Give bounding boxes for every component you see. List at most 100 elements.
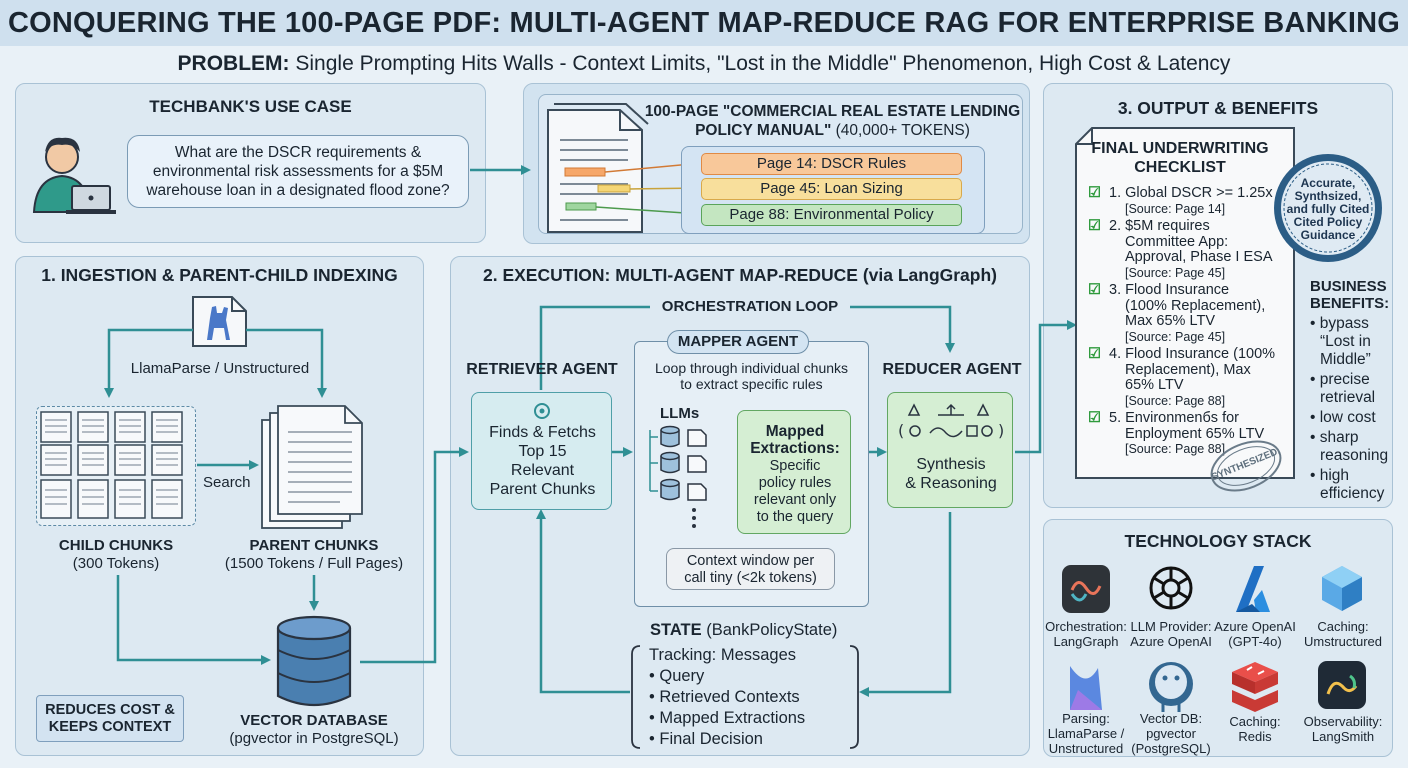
tech-label-azure: Azure OpenAI (GPT-4o): [1211, 619, 1299, 649]
problem-statement: PROBLEM: Single Prompting Hits Walls - C…: [0, 52, 1408, 76]
tech-label-postgres: Vector DB: pgvector (PostgreSQL): [1127, 711, 1215, 756]
tech-label-line: Umstructured: [1303, 634, 1383, 649]
checklist-line: 3. Flood Insurance: [1109, 282, 1230, 298]
checklist-item: ☑ 1. Global DSCR >= 1.25x [Source: Page …: [1088, 185, 1275, 217]
tech-label-line: Orchestration:: [1045, 619, 1127, 634]
problem-text: Single Prompting Hits Walls - Context Li…: [289, 52, 1231, 75]
retriever-line: Top 15: [518, 443, 567, 460]
benefit-line: • bypass: [1310, 315, 1369, 332]
reducer-agent-box: ( ) Synthesis & Reasoning: [887, 392, 1013, 508]
checklist-line: Replacement), Max: [1125, 361, 1251, 378]
tech-label-openai: LLM Provider: Azure OpenAI: [1127, 619, 1215, 649]
retriever-line: Finds & Fetchs: [489, 424, 596, 441]
retriever-line: Parent Chunks: [489, 481, 596, 498]
benefits-list: • bypass “Lost in Middle” • precise retr…: [1310, 315, 1388, 503]
mapped-line: policy rules: [758, 475, 832, 491]
state-tracking: Tracking: Messages: [649, 646, 797, 664]
checklist-line: 65% LTV: [1125, 377, 1184, 393]
mapped-extractions-box: Mapped Extractions: Specific policy rule…: [737, 410, 851, 534]
checklist-line: 5. Environmenбs for: [1109, 410, 1239, 426]
tech-label-line: LlamaParse /: [1047, 726, 1125, 741]
state-title: STATE (BankPolicyState): [650, 621, 837, 640]
state-item: • Final Decision: [649, 730, 763, 748]
svg-text:): ): [998, 421, 1004, 440]
page-chip-loan-sizing: Page 45: Loan Sizing: [701, 178, 962, 200]
reducer-title: REDUCER AGENT: [882, 361, 1022, 378]
tech-label-line: Observability:: [1303, 714, 1383, 729]
mapped-line: to the query: [756, 509, 834, 525]
retriever-agent-box: Finds & Fetchs Top 15 Relevant Parent Ch…: [471, 392, 612, 510]
page-title: CONQUERING THE 100-PAGE PDF: MULTI-AGENT…: [0, 0, 1408, 46]
checklist-source: [Source: Page 88]: [1125, 393, 1226, 408]
checkbox-icon: ☑: [1088, 410, 1101, 426]
checklist-title: FINAL UNDERWRITING CHECKLIST: [1080, 139, 1280, 177]
benefit-item: • high efficiency: [1310, 467, 1388, 503]
checkbox-icon: ☑: [1088, 282, 1101, 298]
tech-label-line: Redis: [1238, 729, 1272, 744]
checklist-item: ☑ 3. Flood Insurance (100% Replacement),…: [1088, 282, 1275, 345]
checkbox-icon: ☑: [1088, 218, 1101, 234]
question-line: environmental risk assessments for a $5M: [152, 163, 444, 180]
context-note: Context window per call tiny (<2k tokens…: [666, 548, 835, 590]
vector-db-title: VECTOR DATABASE: [240, 712, 388, 729]
problem-label: PROBLEM:: [177, 52, 290, 75]
benefit-line: retrieval: [1320, 389, 1376, 406]
seal-line: Cited Policy: [1293, 215, 1363, 229]
state-title-bold: STATE: [650, 621, 702, 639]
cost-badge: REDUCES COST & KEEPS CONTEXT: [36, 695, 184, 742]
benefit-line: • high: [1310, 467, 1350, 484]
checklist-item: ☑ 5. Environmenбs for Enployment 65% LTV…: [1088, 410, 1275, 458]
mapped-title-line: Extractions:: [750, 440, 840, 457]
checklist-line: (100% Replacement),: [1125, 297, 1266, 314]
ingestion-title: 1. INGESTION & PARENT-CHILD INDEXING: [41, 265, 398, 285]
retriever-line: Relevant: [510, 462, 575, 479]
benefits-title-line: BENEFITS:: [1310, 295, 1390, 312]
benefit-line: • precise: [1310, 371, 1370, 388]
checklist-source: [Source: Page 88]: [1125, 442, 1226, 456]
tech-label-langgraph: Orchestration: LangGraph: [1042, 619, 1130, 649]
tech-label-line: Caching:: [1317, 619, 1369, 634]
state-title-rest: (BankPolicyState): [701, 621, 838, 639]
mapper-desc-line: Loop through individual chunks: [654, 360, 849, 376]
benefit-item: • bypass “Lost in Middle”: [1310, 315, 1388, 369]
usecase-title: TECHBANK'S USE CASE: [149, 97, 352, 116]
child-chunks-label: CHILD CHUNKS (300 Tokens): [36, 537, 196, 573]
checklist-source: [Source: Page 14]: [1125, 201, 1226, 216]
vector-db-label: VECTOR DATABASE (pgvector in PostgreSQL): [214, 712, 414, 748]
mapped-line: relevant only: [753, 492, 837, 508]
parent-chunks-title: PARENT CHUNKS: [249, 537, 379, 554]
page-chip-dscr: Page 14: DSCR Rules: [701, 153, 962, 175]
seal-line: Accurate,: [1300, 176, 1356, 190]
checklist-items: ☑ 1. Global DSCR >= 1.25x [Source: Page …: [1088, 185, 1275, 458]
seal-line: Synthsized,: [1294, 189, 1362, 203]
tech-panel: [1043, 519, 1393, 757]
page-chip-environmental: Page 88: Environmental Policy: [701, 204, 962, 226]
reducer-line: Synthesis: [916, 456, 986, 473]
checklist-line: Max 65% LTV: [1125, 313, 1215, 329]
benefit-line: Middle”: [1320, 351, 1371, 368]
benefit-line: reasoning: [1320, 447, 1389, 464]
seal-line: Guidance: [1300, 228, 1356, 242]
tech-label-line: Unstructured: [1048, 741, 1124, 756]
openai-small-icon: [534, 403, 550, 419]
parser-label: LlamaParse / Unstructured: [130, 360, 310, 377]
cost-badge-line: KEEPS CONTEXT: [48, 719, 172, 735]
tech-label-line: (GPT-4o): [1228, 634, 1282, 649]
tech-label-line: Parsing:: [1062, 711, 1110, 726]
langsmith-icon: [1318, 661, 1366, 709]
tech-label-cube: Caching: Umstructured: [1297, 619, 1389, 649]
llms-label: LLMs: [660, 405, 700, 422]
manual-title-rest: (40,000+ TOKENS): [831, 122, 970, 139]
context-note-line: call tiny (<2k tokens): [684, 570, 817, 586]
benefits-title-line: BUSINESS: [1310, 278, 1387, 295]
output-title: 3. OUTPUT & BENEFITS: [1117, 98, 1319, 118]
